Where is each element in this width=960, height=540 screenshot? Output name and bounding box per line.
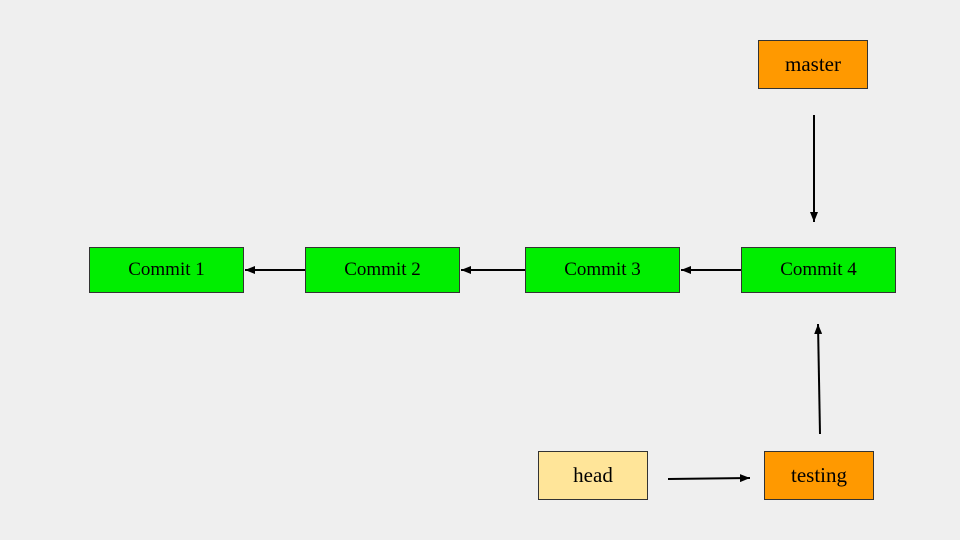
- master-branch-label: master: [758, 40, 868, 89]
- arrow-testing-to-commit4: [814, 323, 823, 435]
- head-pointer-label: head: [538, 451, 648, 500]
- commit-1-node: Commit 1: [89, 247, 244, 293]
- commit-4-node: Commit 4: [741, 247, 896, 293]
- testing-branch-label: testing: [764, 451, 874, 500]
- commit-2-node: Commit 2: [305, 247, 460, 293]
- commit-3-node: Commit 3: [525, 247, 680, 293]
- arrow-head-to-testing: [667, 474, 751, 483]
